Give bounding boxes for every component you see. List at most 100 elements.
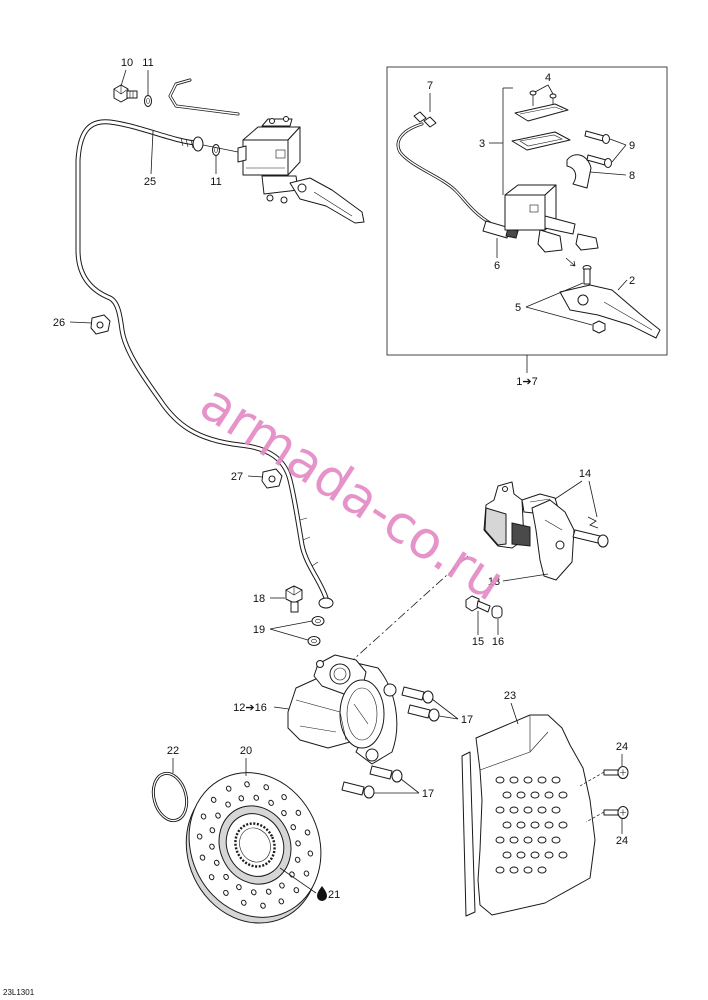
brake-light-switch-wire	[396, 111, 492, 225]
guard-vent-hole	[558, 821, 568, 829]
guard-screw	[603, 806, 629, 819]
disc-hole	[225, 801, 231, 808]
o-ring	[151, 771, 189, 823]
callout-17: 17	[422, 788, 434, 800]
callout-19: 19	[253, 624, 265, 636]
guard-vent-hole	[509, 806, 519, 814]
reservoir-diaphragm	[511, 131, 571, 151]
disc-hole	[253, 794, 260, 801]
callout-27: 27	[231, 471, 243, 483]
callout-25: 25	[144, 176, 156, 188]
master-cylinder-body	[504, 184, 576, 253]
callout-26: 26	[53, 317, 65, 329]
disc-hole	[263, 784, 270, 791]
disc-hole	[209, 827, 216, 834]
hose-clamp	[90, 314, 111, 335]
callout-20: 20	[240, 745, 252, 757]
callout-21: 21	[328, 889, 340, 901]
guard-vent-hole	[495, 836, 505, 844]
reservoir-cover	[514, 103, 569, 122]
callout-24: 24	[616, 741, 628, 753]
callout-10: 10	[121, 57, 133, 69]
callout-11: 11	[210, 176, 221, 188]
callout-18: 18	[253, 593, 265, 605]
screw-alignment-line	[585, 811, 605, 823]
callout-22: 22	[167, 745, 179, 757]
disc-hole	[279, 882, 285, 889]
bleeder-screw	[465, 595, 491, 613]
lever-pivot-screw	[582, 265, 592, 285]
guard-vent-hole	[509, 836, 519, 844]
caliper-bolt	[369, 765, 403, 783]
callout-15: 15	[472, 636, 484, 648]
piston-boot	[575, 233, 599, 251]
disc-hole	[208, 874, 215, 881]
guard-vent-hole	[537, 806, 547, 814]
disc-hole	[295, 809, 302, 816]
guard-screw	[603, 766, 629, 779]
callout-6: 6	[494, 260, 500, 272]
disc-holes	[196, 781, 314, 909]
guard-vent-holes	[495, 776, 568, 874]
callout-labels: 10 11 25 11 26 27 7 4 3 9 8 6 2 5 1➔7 14…	[53, 57, 635, 901]
disc-hole	[210, 796, 217, 803]
disc-hole	[238, 795, 245, 802]
disc-hole	[278, 898, 285, 905]
guard-vent-hole	[502, 791, 512, 799]
hose-banjo-eye-lower	[318, 597, 334, 609]
disc-hole	[304, 829, 311, 836]
disc-hole	[281, 794, 287, 801]
disc-hole	[303, 870, 310, 877]
callout-11: 11	[142, 57, 153, 69]
disc-hole	[244, 781, 250, 788]
assembly-arrow	[565, 257, 576, 267]
reservoir-cover-screws	[529, 90, 557, 108]
disc-hole	[209, 843, 215, 850]
disc-hole	[281, 810, 287, 817]
disc-hole	[293, 887, 300, 894]
guard-vent-hole	[544, 791, 554, 799]
guard-vent-hole	[502, 821, 512, 829]
guard-vent-hole	[537, 776, 547, 784]
banjo-bolt	[113, 84, 138, 103]
guard-vent-hole	[544, 851, 554, 859]
callout-13: 13	[488, 576, 500, 588]
callout-7: 7	[427, 80, 433, 92]
callout-9: 9	[629, 140, 635, 152]
hose-clamp	[261, 468, 283, 489]
sealing-washer	[144, 95, 152, 107]
caliper-sealing-washer	[311, 616, 325, 626]
caliper-bolt	[341, 781, 375, 799]
disc-hole	[223, 873, 229, 880]
brake-caliper	[287, 654, 398, 765]
brake-disc	[185, 772, 322, 924]
callout-assembly-12-16: 12➔16	[233, 702, 267, 714]
brake-light-line	[168, 78, 240, 116]
callout-4: 4	[545, 72, 551, 84]
guard-vent-hole	[502, 851, 512, 859]
caliper-sealing-washer	[307, 636, 321, 646]
disc-hole	[223, 889, 229, 896]
guard-vent-hole	[516, 821, 526, 829]
lever-pivot-nut	[592, 320, 606, 334]
disc-hole	[268, 799, 274, 806]
guard-vent-hole	[495, 776, 505, 784]
guard-vent-hole	[551, 776, 561, 784]
guard-vent-hole	[558, 791, 568, 799]
banjo-fitting-link	[202, 144, 239, 153]
guard-vent-hole	[523, 836, 533, 844]
callout-5: 5	[515, 302, 521, 314]
guard-vent-hole	[523, 866, 533, 874]
clamp-screws	[584, 130, 612, 168]
assembly-axis-line	[343, 555, 469, 669]
guard-vent-hole	[523, 806, 533, 814]
callout-17: 17	[461, 714, 473, 726]
guard-vent-hole	[509, 776, 519, 784]
guard-vent-hole	[516, 791, 526, 799]
caliper-banjo-bolt	[285, 585, 303, 613]
disc-hole	[295, 840, 301, 847]
guard-vent-hole	[516, 851, 526, 859]
disc-hole	[236, 884, 242, 891]
disc-hole	[250, 889, 257, 896]
disc-hole	[200, 813, 207, 820]
